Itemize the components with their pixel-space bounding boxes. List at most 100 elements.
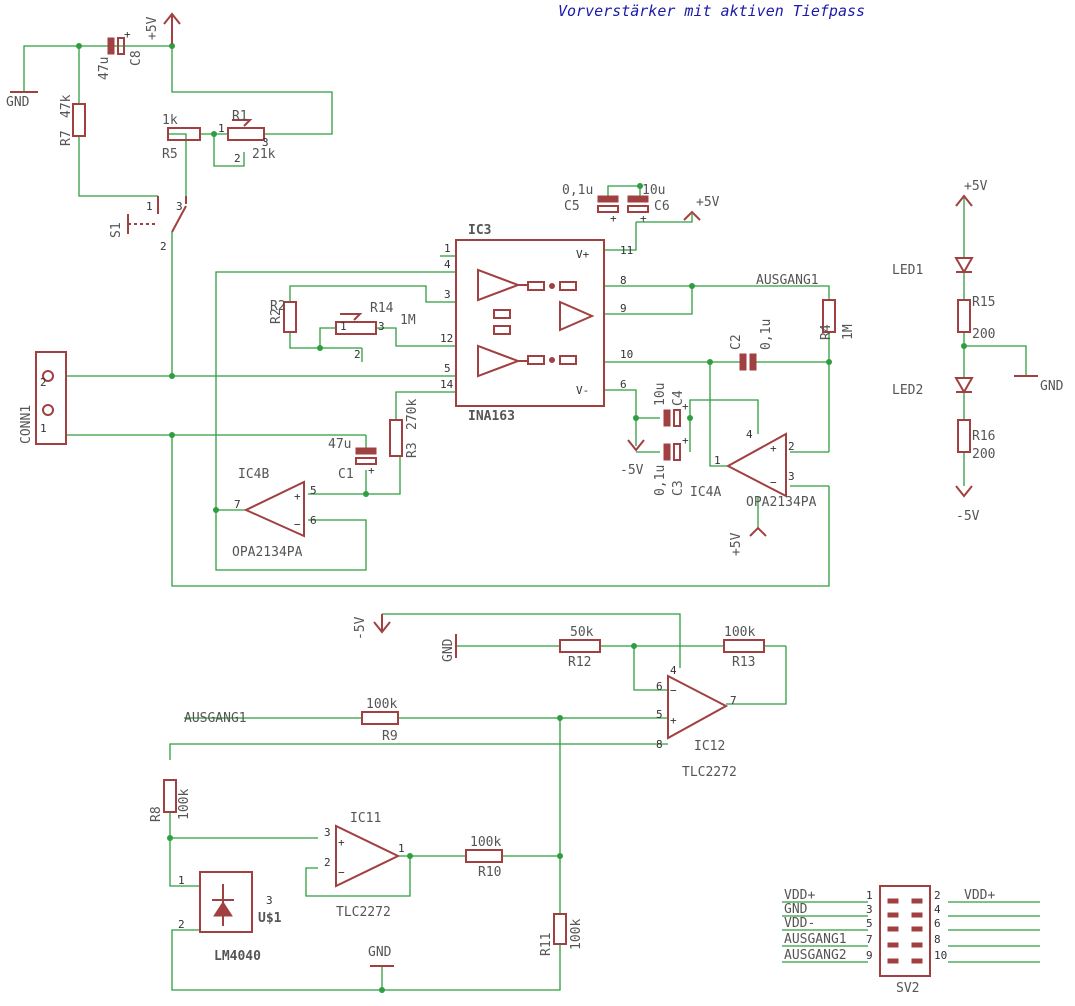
- resistor-r4: R4 1M: [819, 299, 856, 340]
- svg-text:+5V: +5V: [964, 179, 988, 194]
- negative-supply-symbol: -5V: [620, 439, 645, 478]
- svg-text:R2: R2: [269, 308, 284, 324]
- led2: LED2: [892, 377, 974, 398]
- svg-text:47u: 47u: [97, 57, 112, 80]
- svg-text:INA163: INA163: [468, 409, 515, 424]
- svg-text:GND: GND: [6, 95, 30, 110]
- svg-text:TLC2272: TLC2272: [336, 905, 391, 920]
- svg-text:4: 4: [444, 258, 451, 271]
- resistor-r2: R2 R2: [269, 299, 297, 333]
- svg-text:+: +: [640, 212, 647, 225]
- svg-text:C1: C1: [338, 467, 354, 482]
- svg-text:+: +: [338, 836, 345, 849]
- capacitor-c6: + 10u C6: [627, 183, 670, 225]
- net-label-ausgang1: AUSGANG1: [184, 711, 247, 726]
- svg-text:5: 5: [656, 708, 663, 721]
- svg-text:−: −: [770, 476, 777, 489]
- header-pin: [911, 926, 923, 932]
- header-pin-number: 7: [866, 933, 873, 946]
- svg-text:6: 6: [620, 378, 627, 391]
- svg-text:100k: 100k: [724, 625, 755, 640]
- junctions: [76, 43, 967, 993]
- svg-text:+5V: +5V: [729, 532, 744, 556]
- svg-text:C8: C8: [129, 50, 144, 66]
- svg-text:0,1u: 0,1u: [759, 319, 774, 350]
- header-pin: [887, 926, 899, 932]
- svg-text:C2: C2: [729, 334, 744, 350]
- resistor-r9: 100k R9: [361, 697, 399, 744]
- svg-text:5: 5: [310, 484, 317, 497]
- svg-text:R16: R16: [972, 429, 995, 444]
- opamp-ic4b: + − 5 6 7 IC4B OPA2134PA: [232, 467, 317, 560]
- svg-text:0,1u: 0,1u: [562, 183, 593, 198]
- header-pin: [887, 912, 899, 918]
- resistor-r15: R15 200: [957, 295, 995, 342]
- svg-text:R2: R2: [270, 299, 286, 314]
- svg-text:R12: R12: [568, 655, 591, 670]
- svg-text:47u: 47u: [328, 437, 351, 452]
- capacitor-c2: C2 0,1u: [729, 319, 774, 371]
- svg-text:200: 200: [972, 327, 995, 342]
- header-pin: [911, 898, 923, 904]
- header-pin: [911, 958, 923, 964]
- svg-text:-5V: -5V: [620, 463, 644, 478]
- header-signal-label: GND: [784, 902, 808, 917]
- svg-text:2: 2: [40, 376, 47, 389]
- resistor-r12: 50k R12: [559, 625, 601, 670]
- svg-text:7: 7: [730, 694, 737, 707]
- svg-text:U$1: U$1: [258, 911, 282, 926]
- svg-text:12: 12: [440, 332, 453, 345]
- capacitor-c4: + 10u C4: [653, 383, 689, 427]
- svg-text:IC11: IC11: [350, 811, 381, 826]
- svg-text:14: 14: [440, 378, 454, 391]
- supply-symbol: +5V: [145, 12, 181, 44]
- svg-text:−: −: [338, 866, 345, 879]
- svg-text:GND: GND: [441, 638, 456, 662]
- svg-text:9: 9: [620, 302, 627, 315]
- svg-text:C3: C3: [671, 480, 686, 496]
- svg-text:SV2: SV2: [896, 981, 919, 996]
- svg-text:R4: R4: [819, 324, 834, 340]
- svg-text:-5V: -5V: [956, 509, 980, 524]
- svg-text:2: 2: [234, 152, 241, 165]
- svg-text:R15: R15: [972, 295, 995, 310]
- header-signal-label: VDD+: [964, 888, 995, 903]
- reference-lm4040: 1 2 3 U$1 LM4040: [178, 871, 282, 964]
- header-pin-number: 6: [934, 917, 941, 930]
- svg-text:6: 6: [656, 680, 663, 693]
- header-pin-number: 3: [866, 903, 873, 916]
- svg-text:+: +: [670, 714, 677, 727]
- svg-text:IC4B: IC4B: [238, 467, 269, 482]
- resistor-r7: R7 47k: [59, 94, 86, 146]
- header-signal-label: AUSGANG2: [784, 948, 847, 963]
- svg-text:C5: C5: [564, 199, 580, 214]
- resistor-r16: R16 200: [957, 419, 995, 462]
- header-pin: [887, 898, 899, 904]
- svg-text:1: 1: [714, 454, 721, 467]
- svg-text:+5V: +5V: [696, 195, 720, 210]
- svg-text:7: 7: [234, 498, 241, 511]
- connector-conn1: 2 1 CONN1: [19, 351, 67, 445]
- svg-text:5: 5: [444, 362, 451, 375]
- svg-text:R14: R14: [370, 301, 394, 316]
- svg-text:4: 4: [746, 428, 753, 441]
- opamp-ic4a: + − 4 2 3 1 IC4A OPA2134PA: [690, 428, 817, 510]
- ground-symbol: GND: [6, 91, 38, 110]
- svg-text:200: 200: [972, 447, 995, 462]
- svg-text:4: 4: [670, 664, 677, 677]
- schematic-title: Vorverstärker mit aktiven Tiefpass: [558, 2, 865, 20]
- supply-symbol: +5V: [955, 179, 988, 207]
- svg-text:3: 3: [266, 894, 273, 907]
- svg-text:+: +: [124, 28, 131, 41]
- svg-text:2: 2: [324, 856, 331, 869]
- header-pin: [887, 942, 899, 948]
- led1: LED1: [892, 257, 974, 278]
- supply-symbol: +5V: [729, 526, 767, 556]
- svg-text:3: 3: [788, 470, 795, 483]
- ground-symbol: GND: [441, 634, 457, 662]
- capacitor-c1: + 47u C1: [328, 437, 377, 482]
- svg-text:2: 2: [354, 348, 361, 361]
- net-label-ausgang1: AUSGANG1: [756, 273, 819, 288]
- header-pin-number: 1: [866, 889, 873, 902]
